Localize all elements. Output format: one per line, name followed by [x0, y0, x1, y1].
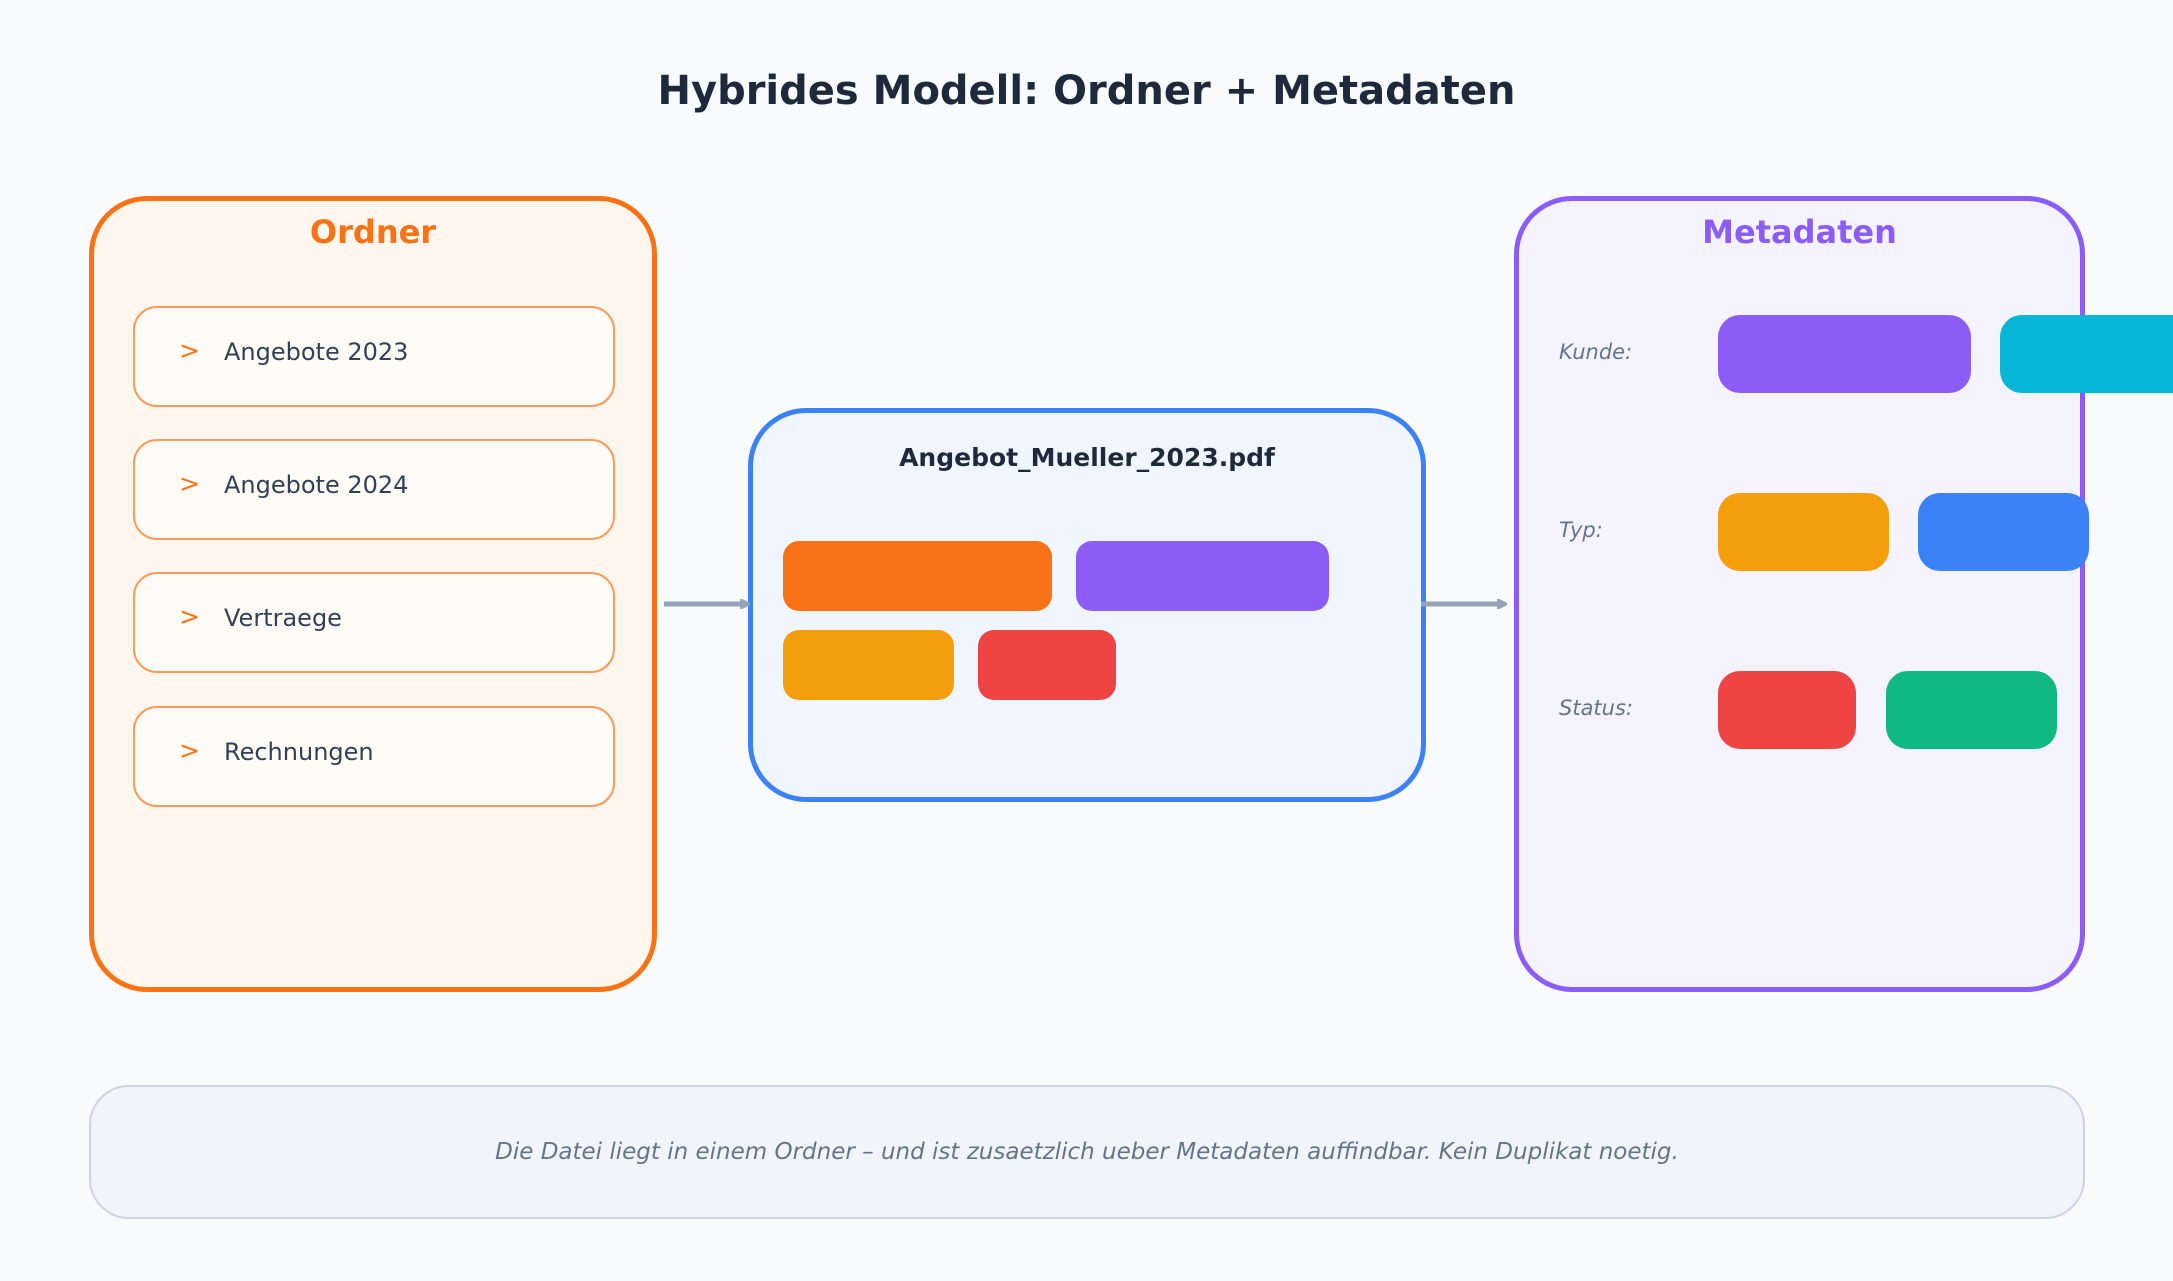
chevron-right-icon: >	[179, 736, 200, 765]
folders-panel-title: Ordner	[309, 213, 437, 251]
meta-chip-kunde-2	[2000, 315, 2173, 393]
diagram-title: Hybrides Modell: Ordner + Metadaten	[657, 68, 1516, 114]
meta-chip-typ-1	[1718, 493, 1889, 571]
file-tag-chip-3	[783, 630, 954, 700]
metadata-panel-title: Metadaten	[1702, 213, 1897, 251]
info-note-text: Die Datei liegt in einem Ordner – und is…	[495, 1139, 1679, 1165]
meta-chip-status-2	[1886, 671, 2057, 749]
folder-label: Vertraege	[224, 604, 342, 632]
folder-label: Angebote 2024	[224, 471, 409, 499]
folder-item-angebote-2023[interactable]: > Angebote 2023	[133, 306, 615, 407]
meta-chip-status-1	[1718, 671, 1856, 749]
info-note: Die Datei liegt in einem Ordner – und is…	[89, 1085, 2085, 1219]
chevron-right-icon: >	[179, 336, 200, 365]
file-tag-chip-4	[978, 630, 1116, 700]
meta-label-typ: Typ:	[1559, 518, 1603, 542]
meta-label-kunde: Kunde:	[1559, 340, 1633, 364]
folder-item-rechnungen[interactable]: > Rechnungen	[133, 706, 615, 807]
chevron-right-icon: >	[179, 602, 200, 631]
meta-chip-typ-2	[1918, 493, 2089, 571]
file-name: Angebot_Mueller_2023.pdf	[899, 443, 1275, 472]
folder-label: Rechnungen	[224, 738, 374, 766]
folder-item-angebote-2024[interactable]: > Angebote 2024	[133, 439, 615, 540]
meta-chip-kunde-1	[1718, 315, 1971, 393]
meta-label-status: Status:	[1559, 696, 1633, 720]
chevron-right-icon: >	[179, 469, 200, 498]
folder-label: Angebote 2023	[224, 338, 409, 366]
folder-item-vertraege[interactable]: > Vertraege	[133, 572, 615, 673]
file-tag-chip-1	[783, 541, 1052, 611]
file-tag-chip-2	[1076, 541, 1329, 611]
